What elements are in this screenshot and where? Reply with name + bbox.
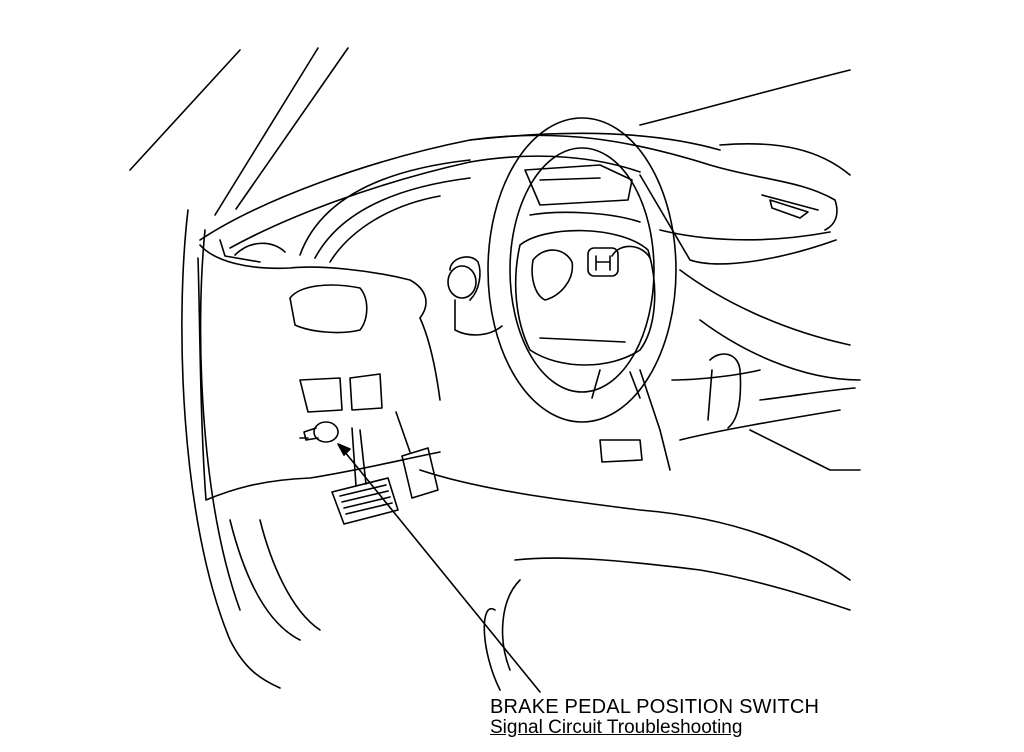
steering-column xyxy=(447,256,503,336)
brake-switch xyxy=(299,421,339,443)
dashboard xyxy=(199,134,861,381)
left-knee-panel xyxy=(197,244,441,501)
steering-wheel xyxy=(487,117,677,423)
instrument-cluster xyxy=(299,159,641,263)
callout-leader xyxy=(337,443,541,693)
windshield-edge xyxy=(469,69,851,176)
center-console xyxy=(639,353,861,471)
signal-circuit-troubleshooting-link[interactable]: Signal Circuit Troubleshooting xyxy=(490,717,743,738)
a-pillar xyxy=(129,47,349,689)
caption-title: BRAKE PEDAL POSITION SWITCH xyxy=(490,696,820,718)
floor-and-seat xyxy=(229,439,851,691)
caption: BRAKE PEDAL POSITION SWITCH Signal Circu… xyxy=(490,696,819,739)
accelerator-pedal xyxy=(395,411,439,499)
